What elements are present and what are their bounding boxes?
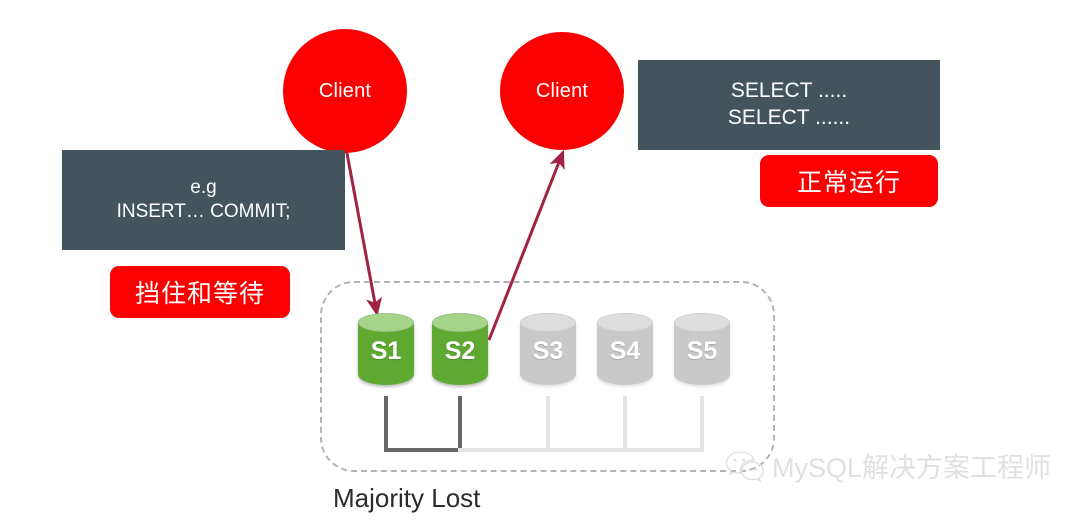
cylinder-top [520,313,576,332]
client-label: Client [318,79,372,102]
server-label: S1 [370,337,402,365]
cylinder-top [597,313,653,332]
cylinder-body [358,322,414,385]
server-label: S5 [686,337,718,365]
note-line-1: e.g [190,176,217,198]
client-label: Client [535,79,589,102]
status-badge-blocked-text: 挡住和等待 [134,280,265,308]
watermark: MySQL解决方案工程师 [724,446,1051,485]
note-line-2: INSERT… COMMIT; [116,201,291,222]
server-label: S4 [609,337,641,365]
status-badge-blocked: 挡住和等待 [110,266,290,318]
server-s5[interactable]: S5 [674,313,730,385]
status-badge-normal: 正常运行 [760,155,938,207]
watermark-text: MySQL解决方案工程师 [772,453,1052,483]
wire-s4-drop [623,396,627,452]
wire-s3-drop [546,396,550,452]
cylinder-body [674,322,730,385]
cylinder-top [432,313,488,332]
server-label: S2 [444,337,476,365]
server-s4[interactable]: S4 [597,313,653,385]
note-select-queries: SELECT ..... SELECT ...... [638,60,940,150]
note-insert-commit: e.g INSERT… COMMIT; [62,150,345,250]
wire-s1-s2-bus [384,448,462,452]
cluster-caption: Majority Lost [333,483,481,513]
server-s3[interactable]: S3 [520,313,576,385]
cylinder-body [432,322,488,385]
cylinder-body [597,322,653,385]
server-s1[interactable]: S1 [358,313,414,385]
client-node-left[interactable]: Client [283,29,407,153]
cylinder-top [358,313,414,332]
wire-s5-drop [700,396,704,452]
wire-s2-drop [458,396,462,452]
server-label: S3 [532,337,564,365]
status-badge-normal-text: 正常运行 [796,169,901,197]
client-node-right[interactable]: Client [500,32,624,150]
server-s2[interactable]: S2 [432,313,488,385]
cylinder-body [520,322,576,385]
note-line-2: SELECT ...... [727,106,851,129]
cluster-boundary [320,281,775,472]
note-line-1: SELECT ..... [730,79,848,103]
wechat-icon [724,449,768,483]
wire-s3-s5-bus [458,448,704,452]
cylinder-top [674,313,730,332]
wire-s1-drop [384,396,388,452]
